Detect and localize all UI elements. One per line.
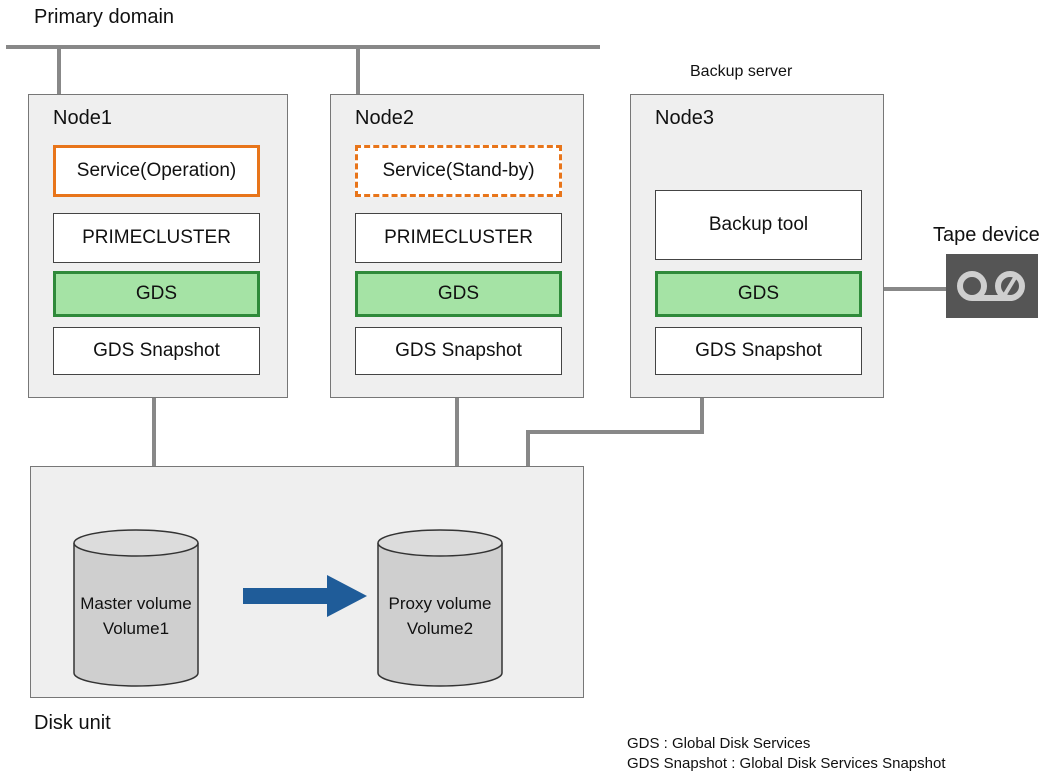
node1-disk-link [152,398,156,468]
tape-device-icon [946,254,1038,318]
node3-box: Node3 Backup tool GDS GDS Snapshot [630,94,884,398]
backup-server-label: Backup server [690,63,793,80]
node3-disk-link-drop [526,430,530,468]
node1-service-operation: Service(Operation) [53,145,260,197]
node1-box: Node1 Service(Operation) PRIMECLUSTER GD… [28,94,288,398]
proxy-volume-name: Proxy volume [388,594,492,613]
node3-backup-tool: Backup tool [655,190,862,260]
node2-service-standby: Service(Stand-by) [355,145,562,197]
master-volume-name: Master volume [80,594,192,613]
copy-arrow-icon [243,575,367,617]
disk-unit-label: Disk unit [34,712,111,734]
node3-gds-snapshot: GDS Snapshot [655,327,862,375]
node2-primecluster: PRIMECLUSTER [355,213,562,263]
proxy-volume-label: Proxy volume Volume2 [375,591,505,641]
node3-disk-link-vertical [700,398,704,434]
node1-primecluster: PRIMECLUSTER [53,213,260,263]
node2-box: Node2 Service(Stand-by) PRIMECLUSTER GDS… [330,94,584,398]
node1-gds: GDS [53,271,260,317]
node2-title: Node2 [355,107,414,129]
tape-link [884,287,948,291]
node3-disk-link-horizontal [526,430,704,434]
master-volume-label: Master volume Volume1 [71,591,201,641]
node2-disk-link [455,398,459,468]
primary-domain-bus [6,45,600,49]
primary-domain-label: Primary domain [34,6,175,28]
node3-gds: GDS [655,271,862,317]
node2-network-link [356,47,360,95]
node1-title: Node1 [53,107,112,129]
master-volume-cylinder-icon [73,529,199,687]
proxy-volume-id: Volume2 [406,619,474,638]
node3-title: Node3 [655,107,714,129]
tape-device-label: Tape device [933,224,1040,246]
proxy-volume-cylinder-icon [377,529,503,687]
node1-gds-snapshot: GDS Snapshot [53,327,260,375]
node2-gds: GDS [355,271,562,317]
disk-unit-box: Master volume Volume1 Proxy volume Volum… [30,466,584,698]
legend-gds-snapshot: GDS Snapshot : Global Disk Services Snap… [627,755,946,772]
node1-network-link [57,47,61,95]
master-volume-id: Volume1 [102,619,170,638]
legend-gds: GDS : Global Disk Services [627,735,811,752]
node2-gds-snapshot: GDS Snapshot [355,327,562,375]
